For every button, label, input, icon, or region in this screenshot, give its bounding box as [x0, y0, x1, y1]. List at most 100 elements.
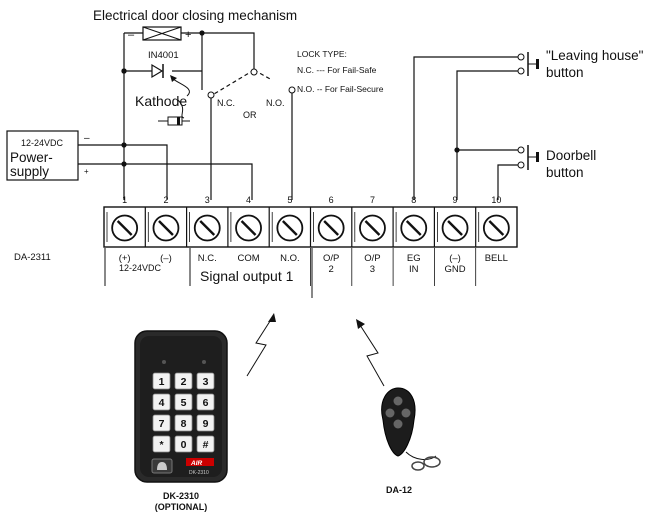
keypad-key-label: * — [159, 439, 164, 451]
terminal-screw-icon — [152, 214, 180, 242]
keypad-model-label: DK-2310 — [163, 491, 199, 501]
terminal-number: 5 — [287, 195, 292, 205]
diagram-title: Electrical door closing mechanism — [93, 8, 297, 23]
leaving-house-button-symbol — [517, 52, 539, 76]
terminal-number: 4 — [246, 195, 251, 205]
diode-icon — [151, 63, 164, 79]
terminal-label: O/P — [323, 253, 339, 264]
keypad-key-label: # — [203, 439, 209, 451]
terminal-number: 2 — [163, 195, 168, 205]
terminal-sublabel: 2 — [329, 264, 334, 275]
keypad-badge-model: DK-2310 — [189, 470, 209, 476]
power-supply-box — [6, 130, 79, 181]
keypad-key-label: 6 — [203, 397, 209, 409]
keypad-key-label: 0 — [181, 439, 187, 451]
leaving-button-label-1: "Leaving house" — [546, 48, 644, 63]
coil-minus-label: – — [128, 29, 135, 41]
power-supply-line1: Power- — [10, 150, 53, 165]
terminal-label: EG — [407, 253, 421, 264]
power-minus-label: – — [84, 133, 90, 144]
keypad-key: 0 — [174, 435, 193, 453]
terminal-number: 10 — [491, 195, 501, 205]
keypad-key: 8 — [174, 414, 193, 432]
terminal-screw-icon — [235, 214, 262, 242]
keypad-key: # — [196, 435, 215, 453]
keypad-key-label: 5 — [181, 397, 187, 409]
keypad-key: 6 — [196, 393, 215, 411]
terminal-screw-icon — [111, 214, 139, 242]
lock-type-heading: LOCK TYPE: — [297, 49, 347, 59]
terminal-number: 7 — [370, 195, 375, 205]
keypad-key-label: 9 — [203, 418, 209, 430]
switch-no-label: N.O. — [266, 98, 285, 108]
terminal-sublabel: 3 — [370, 264, 375, 275]
terminal-sublabel: IN — [409, 264, 419, 275]
lock-type-fail-secure: N.O. -- For Fail-Secure — [297, 84, 384, 94]
signal-arrow-keypad — [246, 317, 273, 377]
coil-plus-label: + — [185, 29, 191, 41]
terminal-number: 9 — [453, 195, 458, 205]
terminal-label: O/P — [364, 253, 380, 264]
kathode-label: Kathode — [135, 93, 187, 109]
terminal-screw-icon — [317, 214, 345, 242]
switch-or-label: OR — [243, 110, 257, 120]
keypad-logo-badge — [186, 458, 214, 466]
terminal-number: 6 — [329, 195, 334, 205]
terminal-screw-icon — [359, 214, 386, 242]
keypad-key: 5 — [174, 393, 193, 411]
keypad-key-label: 8 — [181, 418, 187, 430]
terminal-number: 1 — [122, 195, 127, 205]
terminal-number: 3 — [205, 195, 210, 205]
terminal-label: COM — [237, 253, 259, 264]
terminal-number: 8 — [411, 195, 416, 205]
lock-switch — [207, 68, 296, 99]
keypad-key-label: 1 — [159, 376, 165, 388]
keypad-key-label: 2 — [181, 376, 187, 388]
signal-output-label: Signal output 1 — [200, 268, 294, 284]
remote-model-label: DA-12 — [386, 485, 412, 495]
lock-type-fail-safe: N.C. --- For Fail-Safe — [297, 65, 377, 75]
keypad-key: 3 — [196, 372, 215, 390]
power-supply-line2: supply — [10, 164, 49, 179]
terminal-label: BELL — [485, 253, 508, 264]
keypad-key-grid: 1 2 3 4 5 6 7 8 9 * 0 # — [152, 372, 215, 453]
device-model-label: DA-2311 — [14, 252, 51, 263]
keypad-key: 1 — [152, 372, 171, 390]
keypad-logo-text: AIR — [190, 460, 203, 467]
keypad-key: * — [152, 435, 171, 453]
group-12v-label: 12-24VDC — [119, 263, 162, 273]
remote-fob — [381, 387, 441, 471]
terminal-sublabel: GND — [444, 264, 465, 275]
terminal-label: (–) — [160, 253, 172, 264]
keypad-key-label: 7 — [159, 418, 165, 430]
terminal-screw-icon — [193, 214, 221, 242]
door-lock-coil — [142, 26, 182, 41]
keypad-optional-label: (OPTIONAL) — [155, 502, 208, 512]
switch-nc-label: N.C. — [217, 98, 235, 108]
doorbell-button-symbol — [517, 145, 539, 170]
small-diode-icon — [158, 116, 190, 126]
terminal-label: N.C. — [198, 253, 217, 264]
power-plus-label: + — [84, 167, 89, 176]
power-supply-voltage: 12-24VDC — [21, 138, 64, 148]
terminal-screw-icon — [482, 214, 510, 242]
keypad-key: 4 — [152, 393, 171, 411]
keypad-key: 7 — [152, 414, 171, 432]
keypad-bell-icon — [151, 458, 173, 474]
leaving-button-label-2: button — [546, 65, 584, 80]
doorbell-button-label-1: Doorbell — [546, 148, 596, 163]
doorbell-button-label-2: button — [546, 165, 584, 180]
terminal-screw-icon — [441, 214, 469, 242]
keypad-key-label: 3 — [203, 376, 209, 388]
keypad-key: 9 — [196, 414, 215, 432]
terminal-label: (–) — [449, 253, 461, 264]
keypad-key: 2 — [174, 372, 193, 390]
terminal-label: (+) — [119, 253, 131, 264]
keypad-key-label: 4 — [159, 397, 165, 409]
terminal-label: N.O. — [280, 253, 300, 264]
terminal-block: 1(+)2(–)3N.C.4COM5N.O.6O/P27O/P38EGIN9(–… — [103, 195, 518, 286]
terminal-screw-icon — [276, 214, 304, 242]
signal-arrow-remote — [359, 324, 385, 387]
terminal-screw-icon — [400, 214, 428, 242]
